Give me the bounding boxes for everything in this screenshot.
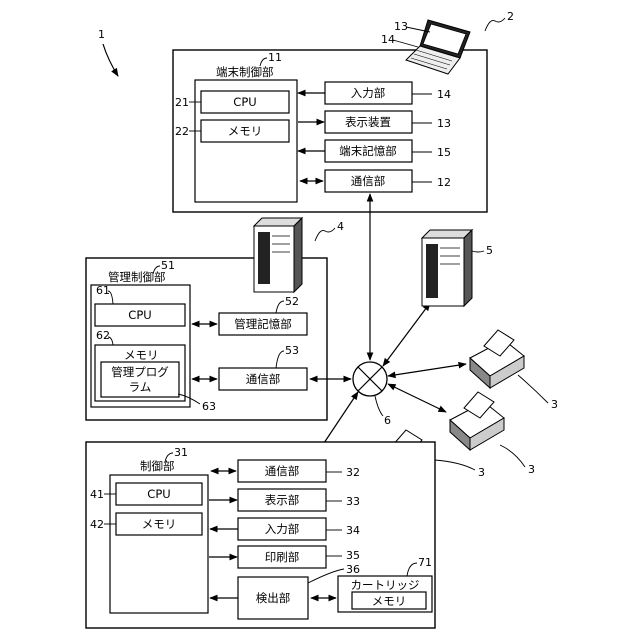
cartridge-label: カートリッジ <box>351 578 420 592</box>
printer-display-label: 表示部 <box>265 493 300 507</box>
server-storage-ref: 52 <box>285 295 299 308</box>
terminal-display-label: 表示装置 <box>345 115 391 129</box>
laptop-keyboard-leader <box>393 40 418 47</box>
printer-b-network-link <box>388 384 446 412</box>
printer-c-leader <box>435 460 475 470</box>
printer-detect-ref: 36 <box>346 563 360 576</box>
terminal-cpu-ref: 21 <box>175 96 189 109</box>
server-comm-ref: 53 <box>285 344 299 357</box>
printer-cpu-ref: 41 <box>90 488 104 501</box>
server-memory-label: メモリ <box>124 348 159 362</box>
server2-network-link <box>383 303 430 366</box>
printer-b-ref: 3 <box>528 463 535 476</box>
printer-print-ref: 35 <box>346 549 360 562</box>
server-controller-ref: 51 <box>161 259 175 272</box>
server-cpu-label: CPU <box>128 308 151 322</box>
laptop-screen-ref: 13 <box>394 20 408 33</box>
terminal-storage-ref: 15 <box>437 146 451 159</box>
terminal-ref: 2 <box>507 10 514 23</box>
printer-b-leader <box>500 445 525 467</box>
printer-print-label: 印刷部 <box>265 550 300 564</box>
printer-memory-label: メモリ <box>142 517 177 531</box>
terminal-cpu-label: CPU <box>233 95 256 109</box>
server-ref-leader <box>315 228 335 241</box>
printer-a-leader <box>518 375 548 403</box>
printer-cpu-label: CPU <box>147 487 170 501</box>
terminal-controller-ref: 11 <box>268 51 282 64</box>
terminal-input-label: 入力部 <box>351 86 386 100</box>
cartridge-memory-label: メモリ <box>372 594 407 608</box>
server-comm-label: 通信部 <box>246 372 281 386</box>
server2-ref-leader <box>472 251 484 252</box>
server-program-ref: 63 <box>202 400 216 413</box>
server2-ref: 5 <box>486 244 493 257</box>
server-controller-label: 管理制御部 <box>108 270 166 284</box>
server-icon <box>254 218 302 292</box>
printer-c-ref: 3 <box>478 466 485 479</box>
printer-a-ref: 3 <box>551 398 558 411</box>
cartridge-ref: 71 <box>418 556 432 569</box>
laptop-keyboard-ref: 14 <box>381 33 395 46</box>
terminal-storage-label: 端末記憶部 <box>339 144 397 158</box>
server-program-label-2: ラム <box>129 380 152 394</box>
server-ref: 4 <box>337 220 344 233</box>
server-program-label-1: 管理プログ <box>111 365 169 379</box>
terminal-input-ref: 14 <box>437 88 451 101</box>
network-hub-icon <box>353 362 387 396</box>
terminal-ref-leader <box>485 18 505 31</box>
printer-input-ref: 34 <box>346 524 360 537</box>
terminal-comm-ref: 12 <box>437 176 451 189</box>
printer-comm-ref: 32 <box>346 466 360 479</box>
printer-a-network-link <box>388 364 466 376</box>
printer-comm-label: 通信部 <box>265 464 300 478</box>
printer-icon-b <box>450 392 504 450</box>
system-ref-label: 1 <box>98 28 105 41</box>
server-storage-label: 管理記憶部 <box>234 317 292 331</box>
terminal-memory-ref: 22 <box>175 125 189 138</box>
printer-detect-label: 検出部 <box>256 591 291 605</box>
printer-display-ref: 33 <box>346 495 360 508</box>
printer-icon-a <box>470 330 524 388</box>
terminal-comm-label: 通信部 <box>351 174 386 188</box>
network-ref-leader <box>375 396 383 416</box>
server-memory-ref: 62 <box>96 329 110 342</box>
printer-controller-label: 制御部 <box>140 459 175 473</box>
server-cpu-ref: 61 <box>96 284 110 297</box>
printer-input-label: 入力部 <box>265 522 300 536</box>
system-ref-arrow <box>103 44 118 76</box>
terminal-memory-label: メモリ <box>228 124 263 138</box>
network-ref: 6 <box>384 414 391 427</box>
server2-icon <box>422 230 472 306</box>
printer-memory-ref: 42 <box>90 518 104 531</box>
terminal-display-ref: 13 <box>437 117 451 130</box>
terminal-controller-label: 端末制御部 <box>216 65 274 79</box>
printer-controller-ref: 31 <box>174 446 188 459</box>
